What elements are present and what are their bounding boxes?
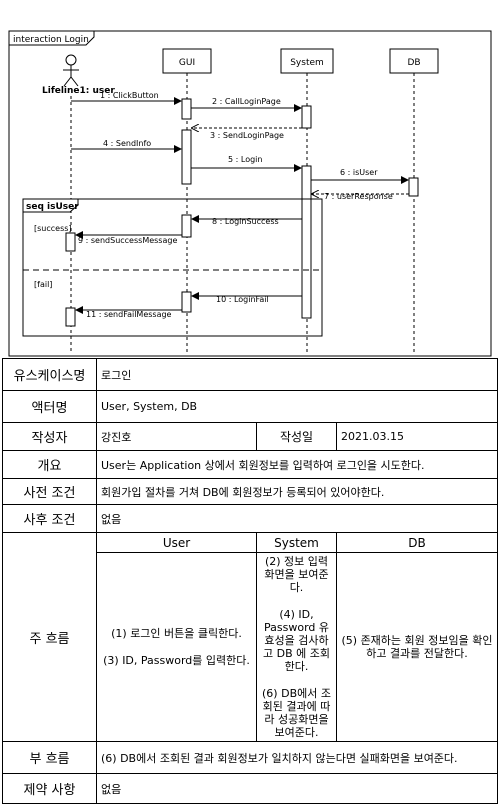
col-system-header: System bbox=[256, 532, 337, 553]
col-db-header: DB bbox=[336, 532, 498, 553]
lifeline-db-box bbox=[389, 48, 439, 74]
postcondition-value: 없음 bbox=[96, 504, 498, 533]
msg-11-label: 11 : sendFailMessage bbox=[86, 310, 172, 319]
fragment-seq-isuser bbox=[22, 198, 323, 337]
system-step-2: (4) ID, Password 유효성을 검사하고 DB 에 조회한다. bbox=[263, 608, 330, 673]
msg-5-label: 5 : Login bbox=[228, 155, 262, 164]
activation-system-2 bbox=[301, 165, 312, 319]
usecase-name-label: 유스케이스명 bbox=[2, 358, 97, 391]
msg-3-label: 3 : SendLoginPage bbox=[210, 131, 284, 140]
lifeline-system-label: System bbox=[290, 58, 324, 68]
activation-gui-4 bbox=[181, 291, 192, 313]
fragment-label-tab bbox=[22, 198, 79, 213]
db-steps-cell: (5) 존재하는 회원 정보임을 확인하고 결과를 전달한다. bbox=[336, 552, 498, 742]
lifeline-gui-label: GUI bbox=[179, 58, 195, 68]
user-steps-cell: (1) 로그인 버튼을 클릭한다. (3) ID, Password를 입력한다… bbox=[96, 552, 257, 742]
user-step-1: (1) 로그인 버튼을 클릭한다. bbox=[111, 627, 242, 640]
activation-user-2 bbox=[65, 307, 76, 327]
actor-label-cell: 액터명 bbox=[2, 390, 97, 423]
msg-10-label: 10 : LoginFail bbox=[216, 295, 269, 304]
msg-2-label: 2 : CallLoginPage bbox=[212, 97, 281, 106]
date-value: 2021.03.15 bbox=[336, 422, 498, 451]
system-steps-cell: (2) 정보 입력 화면을 보여준다. (4) ID, Password 유효성… bbox=[256, 552, 337, 742]
usecase-name-value: 로그인 bbox=[96, 358, 498, 391]
author-value: 강진호 bbox=[96, 422, 257, 451]
sub-flow-label: 부 흐름 bbox=[2, 741, 97, 774]
date-label: 작성일 bbox=[256, 422, 337, 451]
sub-flow-value: (6) DB에서 조회된 결과 회원정보가 일치하지 않는다면 실패화면을 보여… bbox=[96, 741, 498, 774]
activation-gui-2 bbox=[181, 129, 192, 185]
msg-4-label: 4 : SendInfo bbox=[103, 139, 151, 148]
actor-label: Lifeline1: user bbox=[42, 86, 115, 96]
lifeline-gui-box bbox=[162, 48, 212, 74]
fragment-label: seq isUser bbox=[26, 202, 79, 212]
interaction-frame bbox=[8, 30, 492, 357]
activation-system-1 bbox=[301, 105, 312, 129]
col-user-header: User bbox=[96, 532, 257, 553]
msg-7-label: 7 : userResponse bbox=[324, 192, 393, 201]
msg-9-label: 9 : sendSuccessMessage bbox=[78, 236, 177, 245]
main-flow-label: 주 흐름 bbox=[2, 532, 97, 742]
author-label: 작성자 bbox=[2, 422, 97, 451]
system-step-3: (6) DB에서 조회된 결과에 따라 성공화면을 보여준다. bbox=[262, 687, 331, 739]
guard-fail: [fail] bbox=[34, 280, 52, 289]
sequence-diagram: interaction Login Lifeline1: user GUI Sy… bbox=[8, 30, 492, 357]
msg-6-label: 6 : isUser bbox=[340, 168, 378, 177]
actor-stick-figure bbox=[63, 54, 79, 87]
precondition-label: 사전 조건 bbox=[2, 478, 97, 505]
activation-user-1 bbox=[65, 232, 76, 252]
activation-gui-1 bbox=[181, 98, 192, 120]
postcondition-label: 사후 조건 bbox=[2, 504, 97, 533]
guard-success: [success] bbox=[34, 224, 72, 233]
overview-value: User는 Application 상에서 회원정보를 입력하여 로그인을 시도… bbox=[96, 450, 498, 479]
actor-value: User, System, DB bbox=[96, 390, 498, 423]
overview-label: 개요 bbox=[2, 450, 97, 479]
constraint-value: 없음 bbox=[96, 773, 498, 804]
activation-gui-3 bbox=[181, 214, 192, 238]
usecase-spec-table: 유스케이스명 로그인 액터명 User, System, DB 작성자 강진호 … bbox=[2, 358, 498, 804]
msg-1-label: 1 : ClickButton bbox=[100, 91, 159, 100]
user-step-2: (3) ID, Password를 입력한다. bbox=[103, 654, 250, 667]
db-step-1: (5) 존재하는 회원 정보임을 확인하고 결과를 전달한다. bbox=[341, 634, 493, 660]
system-step-1: (2) 정보 입력 화면을 보여준다. bbox=[264, 555, 329, 594]
precondition-value: 회원가입 절차를 거쳐 DB에 회원정보가 등록되어 있어야한다. bbox=[96, 478, 498, 505]
msg-8-label: 8 : LoginSuccess bbox=[212, 217, 279, 226]
activation-db-1 bbox=[408, 177, 419, 197]
frame-label: interaction Login bbox=[13, 35, 89, 45]
constraint-label: 제약 사항 bbox=[2, 773, 97, 804]
frame-label-tab bbox=[8, 30, 95, 46]
lifeline-db-label: DB bbox=[407, 58, 420, 68]
